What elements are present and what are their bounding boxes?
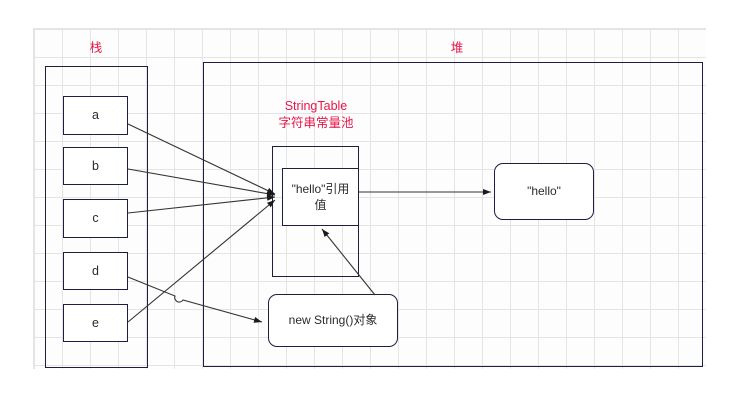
stack-var-d: d xyxy=(63,252,128,290)
pool-entry-box: "hello"引用值 xyxy=(282,168,359,226)
stringtable-caption-line1: StringTable xyxy=(284,99,348,113)
stack-var-b: b xyxy=(63,147,128,185)
stack-label: 栈 xyxy=(89,41,103,55)
hello-object-box: "hello" xyxy=(494,163,594,220)
stringtable-caption-line2: 字符串常量池 xyxy=(278,115,354,130)
new-string-object-box: new String()对象 xyxy=(268,294,398,347)
stack-var-a: a xyxy=(63,96,128,135)
stack-var-c: c xyxy=(63,199,128,238)
stringtable-caption: StringTable 字符串常量池 xyxy=(256,98,376,132)
heap-label: 堆 xyxy=(450,41,464,55)
stack-var-e: e xyxy=(63,304,128,342)
